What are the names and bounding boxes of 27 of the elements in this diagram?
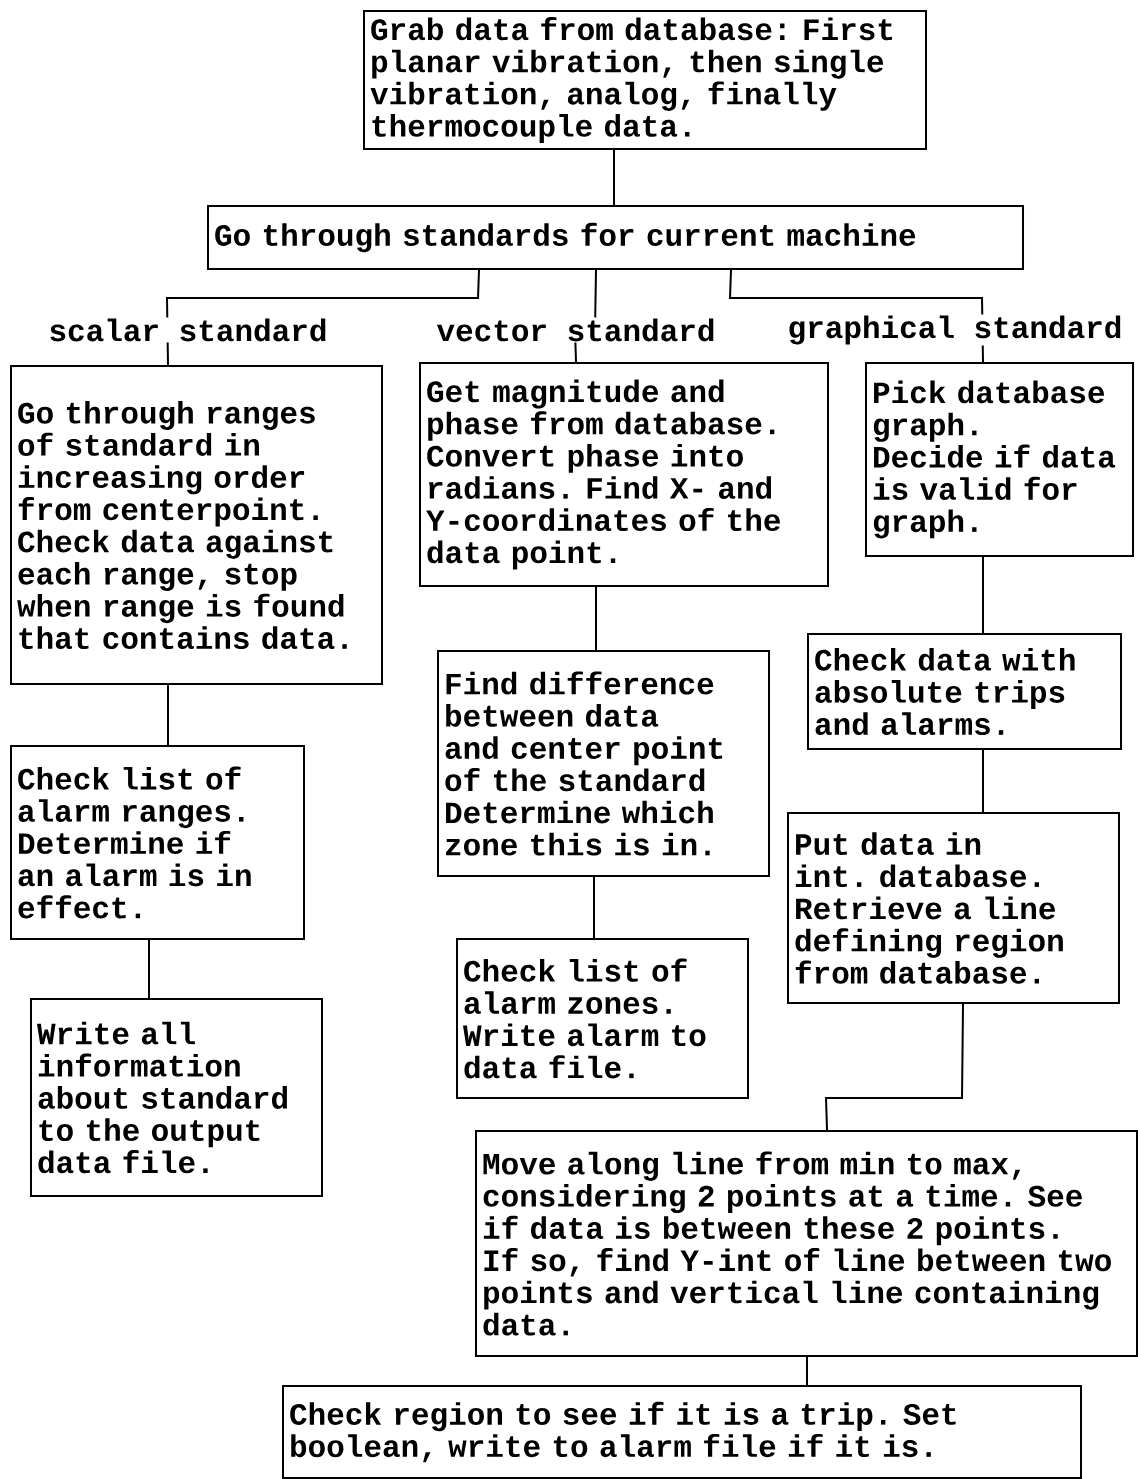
process-box: Put data in int. database. Retrieve a line defining region from database. bbox=[787, 812, 1120, 1004]
connector-line bbox=[728, 269, 984, 363]
connector-line bbox=[166, 269, 480, 366]
process-box: Move along line from min to max, considering 2 points at a time. See if data is between these 2 points. If so, find Y-int of line between two points and vertical line containing data. bbox=[475, 1130, 1138, 1357]
connector-line bbox=[167, 684, 169, 746]
process-box: Find difference between data and center point of the standard Determine which zone this is in. bbox=[437, 650, 770, 877]
edge-label: vector standard bbox=[435, 317, 717, 343]
edge-label: scalar standard bbox=[47, 317, 329, 343]
process-box: Check list of alarm zones. Write alarm to data file. bbox=[456, 938, 749, 1099]
process-box: Check list of alarm ranges. Determine if an alarm is in effect. bbox=[10, 745, 305, 940]
connector-line bbox=[982, 749, 984, 813]
connector-line bbox=[806, 1356, 808, 1386]
process-box: Go through standards for current machine bbox=[207, 205, 1024, 270]
connector-line bbox=[593, 876, 595, 939]
process-box: Get magnitude and phase from database. Convert phase into radians. Find X- and Y-coordinates of the data point. bbox=[419, 362, 829, 587]
process-box: Pick database graph. Decide if data is valid for graph. bbox=[865, 362, 1134, 557]
connector-line bbox=[613, 149, 615, 206]
connector-line bbox=[148, 939, 150, 999]
connector-line bbox=[595, 586, 597, 651]
connector-line bbox=[824, 1003, 964, 1131]
process-box: Write all information about standard to the output data file. bbox=[30, 998, 323, 1197]
process-box: Go through ranges of standard in increasing order from centerpoint. Check data against each range, stop when range is found that contains data. bbox=[10, 365, 383, 685]
edge-label: graphical standard bbox=[786, 314, 1124, 346]
process-box: Check region to see if it is a trip. Set boolean, write to alarm file if it is. bbox=[282, 1385, 1082, 1479]
process-box: Grab data from database: First planar vibration, then single vibration, analog, finally thermocouple data. bbox=[363, 10, 927, 150]
connector-line bbox=[982, 556, 984, 634]
process-box: Check data with absolute trips and alarms. bbox=[807, 633, 1122, 750]
